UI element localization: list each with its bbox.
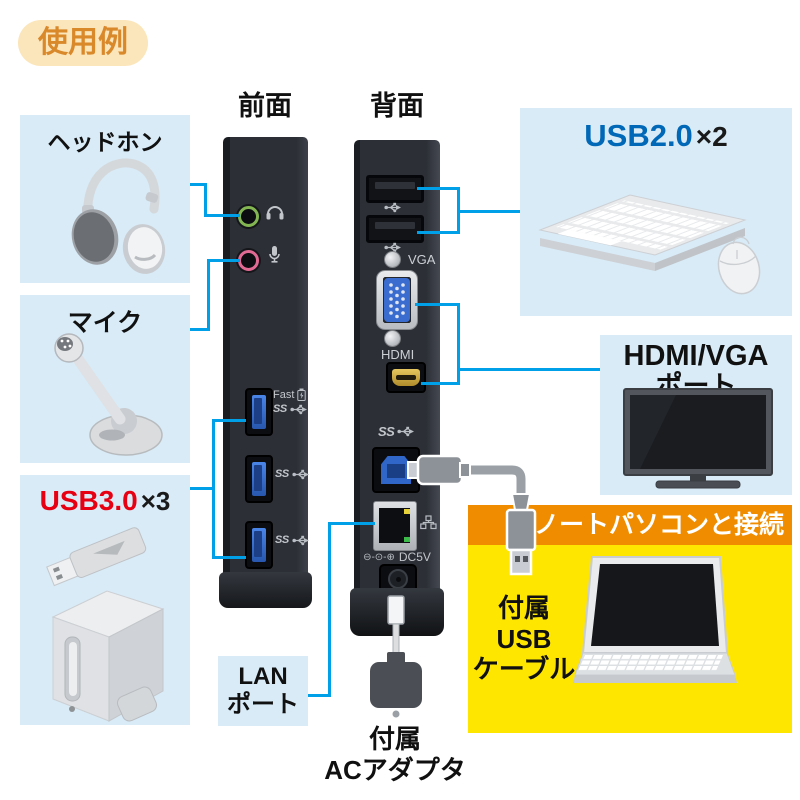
- headphone-label: ヘッドホン: [47, 129, 163, 155]
- ac-adapter-label-line2: ACアダプタ: [324, 754, 466, 785]
- usb-cable-label-line2: USB: [496, 623, 552, 654]
- usage-example-badge: 使用例: [18, 20, 148, 66]
- superspeed-label: SS: [275, 534, 289, 546]
- usb-trident-icon: [292, 469, 309, 479]
- usb-cable-label-line1: 付属: [497, 593, 550, 623]
- usb3-title: USB3.0 ×3: [20, 475, 190, 517]
- callout-line-mic: [207, 259, 240, 262]
- callout-line-usb2: [457, 210, 520, 213]
- superspeed-label: SS: [275, 468, 289, 480]
- mic-label: マイク: [67, 309, 143, 337]
- included-usb-cable: [407, 454, 537, 576]
- display-label-line1: HDMI/VGA: [623, 340, 769, 372]
- callout-line-usb3: [212, 419, 246, 422]
- superspeed-label: SS: [273, 403, 287, 415]
- usb-cable-label-line3: ケーブル: [472, 654, 576, 685]
- usb3-type-b-port: [372, 447, 420, 493]
- dock-front-view: Fast SS SS: [223, 137, 309, 577]
- usb3-count: ×3: [140, 486, 171, 516]
- headphone-jack-port: [238, 206, 259, 227]
- usb3-callout-box: USB3.0 ×3: [20, 475, 190, 725]
- display-callout-box: HDMI/VGA ポート: [600, 335, 792, 495]
- hdmi-port: [386, 362, 426, 393]
- callout-line-headphone: [204, 214, 240, 217]
- usb-cable-label: 付属 USB ケーブル: [470, 593, 578, 685]
- ac-adapter-illustration: [370, 595, 422, 718]
- lan-callout-box: LAN ポート: [218, 656, 308, 726]
- lan-led-yellow: [404, 509, 410, 514]
- callout-line-usb2: [417, 187, 460, 190]
- headphone-port-icon: [266, 206, 284, 220]
- hdmi-port-label: HDMI: [381, 347, 415, 362]
- usb-stick-illustration: [46, 527, 147, 587]
- usb3-name: USB3.0: [39, 485, 138, 516]
- dc-port-label: DC5V: [398, 550, 431, 564]
- usb2-port-2: [366, 215, 424, 243]
- callout-line-display: [421, 382, 460, 385]
- mic-jack-port: [238, 250, 259, 271]
- dock-back-view: VGA HDMI SS: [354, 140, 440, 594]
- mic-port-icon: [269, 246, 280, 263]
- callout-line-lan: [308, 694, 331, 697]
- vga-port: [376, 270, 418, 330]
- mic-callout-box: マイク: [20, 295, 190, 463]
- superspeed-label: SS: [378, 424, 395, 439]
- vga-screw-bottom: [384, 330, 401, 347]
- hdd-illustration: [51, 590, 165, 722]
- tv-illustration: [623, 388, 773, 489]
- callout-line-display: [457, 368, 600, 371]
- ac-adapter-label-line1: 付属: [368, 724, 421, 754]
- headphones-illustration: [71, 158, 166, 274]
- callout-line-mic: [190, 328, 210, 331]
- dc-polarity-icon: ⊖-⊙-⊕: [363, 551, 395, 563]
- usb-trident-icon: [384, 242, 401, 253]
- vga-port-label: VGA: [408, 252, 436, 267]
- usb2-count: ×2: [695, 121, 728, 152]
- fast-charge-label: Fast: [273, 388, 295, 401]
- laptop-illustration: [573, 556, 737, 683]
- usb2-title: USB2.0 ×2: [520, 108, 792, 154]
- callout-line-usb3: [190, 487, 215, 490]
- callout-line-lan: [328, 522, 331, 697]
- usb-trident-icon: [290, 404, 307, 414]
- callout-line-display: [415, 303, 460, 306]
- ac-adapter-label: 付属 ACアダプタ: [310, 724, 480, 785]
- back-view-label: 背面: [370, 91, 424, 121]
- dock-front-base: [219, 572, 312, 608]
- usb3-port-2: [245, 455, 273, 503]
- callout-line-display: [457, 303, 460, 385]
- callout-line-usb3: [212, 556, 246, 559]
- usb2-name: USB2.0: [584, 118, 693, 153]
- vga-screw-top: [384, 251, 401, 268]
- network-icon: [420, 515, 437, 530]
- usb-trident-icon: [292, 535, 309, 545]
- lan-led-green: [404, 537, 410, 542]
- lan-port: [373, 501, 417, 551]
- callout-line-lan: [331, 522, 375, 525]
- usb3-port-3: [245, 521, 273, 569]
- usb-trident-icon: [397, 426, 415, 437]
- usb2-callout-box: USB2.0 ×2: [520, 108, 792, 316]
- lan-label-line1: LAN: [238, 663, 288, 690]
- mic-illustration: [54, 333, 163, 456]
- lan-label-line2: ポート: [227, 690, 299, 718]
- usb3-port-1-fast-charge: [245, 388, 273, 436]
- battery-charge-icon: [297, 388, 307, 401]
- callout-line-headphone: [204, 183, 207, 217]
- keyboard-mouse-illustration: [538, 194, 761, 295]
- callout-line-mic: [207, 259, 210, 331]
- callout-line-headphone: [190, 183, 207, 186]
- callout-line-usb2: [417, 231, 460, 234]
- callout-line-usb3: [212, 419, 215, 559]
- usb-trident-icon: [384, 202, 401, 213]
- front-view-label: 前面: [238, 91, 292, 121]
- usb2-port-1: [366, 175, 424, 203]
- headphone-callout-box: ヘッドホン: [20, 115, 190, 283]
